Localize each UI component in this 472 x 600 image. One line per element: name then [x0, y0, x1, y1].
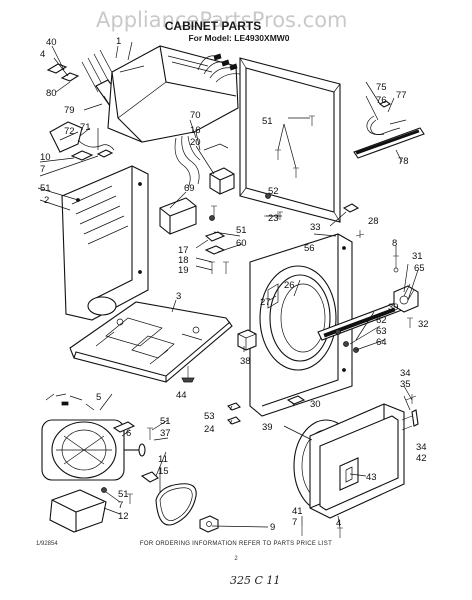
callout-31: 31: [412, 251, 423, 262]
part-screws-31-32-56: [355, 230, 413, 328]
callout-39b: 39: [262, 422, 273, 433]
callout-72: 72: [64, 126, 75, 137]
part-idler-9: [199, 515, 219, 533]
callout-43: 43: [366, 472, 377, 483]
part-screw-8: [393, 255, 399, 273]
callout-30: 30: [310, 399, 321, 410]
page-number: 2: [234, 556, 238, 562]
callout-7c: 7: [292, 517, 297, 528]
model-line: For Model: LE4930XMW0: [188, 33, 289, 43]
callout-71: 71: [80, 122, 91, 133]
callout-70: 70: [190, 110, 201, 121]
callout-26: 26: [284, 280, 295, 291]
callout-62: 62: [376, 315, 387, 326]
callout-28: 28: [368, 216, 379, 227]
callout-33: 33: [310, 222, 321, 233]
part-rear-frame: [239, 57, 341, 223]
callout-32: 32: [418, 319, 429, 330]
callout-51: 51: [40, 183, 51, 194]
callout-27: 27: [260, 297, 271, 308]
callout-78: 78: [398, 156, 409, 167]
callout-24: 24: [204, 424, 215, 435]
part-belt-37-15: [140, 427, 197, 526]
callout-15: 15: [158, 466, 169, 477]
callout-64: 64: [376, 337, 387, 348]
callout-65: 65: [414, 263, 425, 274]
callout-4: 4: [40, 49, 45, 60]
cabinet-drawing: [37, 41, 425, 538]
handwritten-note: 325 C 11: [230, 574, 280, 587]
callout-1: 1: [116, 36, 121, 47]
callout-numbers: 40 1 4 80 79 71 72 10 7 51 2 70 16 20 51…: [40, 36, 429, 533]
ordering-note: FOR ORDERING INFORMATION REFER TO PARTS …: [140, 541, 332, 547]
callout-52: 52: [268, 186, 279, 197]
doc-number: 1/92854: [36, 541, 58, 547]
callout-17: 17: [178, 245, 189, 256]
watermark-text: AppliancePartsPros.com: [96, 8, 348, 32]
callout-51c: 51: [236, 225, 247, 236]
part-leveling-leg-44: [181, 366, 195, 383]
part-front-panel: [249, 233, 353, 417]
part-base-3: [69, 301, 233, 383]
callout-39: 39: [388, 302, 399, 313]
part-kit-75-78: [353, 100, 425, 159]
callout-23: 23: [268, 213, 279, 224]
callout-42: 42: [416, 453, 427, 464]
part-door-switch-38: [237, 329, 257, 351]
callout-16: 16: [190, 125, 201, 136]
part-control-bar-62-65: [317, 283, 419, 353]
callout-51e: 51: [118, 489, 129, 500]
callout-40: 40: [46, 37, 57, 48]
callout-76: 76: [376, 95, 387, 106]
callout-7: 7: [40, 164, 45, 175]
callout-37: 37: [160, 428, 171, 439]
part-harness-70-16-20: [174, 135, 235, 195]
callout-44: 44: [176, 390, 187, 401]
part-rear-panel-2: [61, 165, 149, 321]
part-cabinet-top-1: [107, 45, 241, 143]
callout-9: 9: [270, 522, 275, 533]
callout-51b: 51: [262, 116, 273, 127]
callout-18: 18: [178, 255, 189, 266]
callout-60: 60: [236, 238, 247, 249]
callout-3: 3: [176, 291, 181, 302]
callout-35: 35: [400, 379, 411, 390]
leader-lines: [37, 41, 419, 529]
callout-4b: 4: [336, 518, 341, 529]
callout-34b: 34: [416, 442, 427, 453]
part-motor-assembly: [41, 393, 146, 533]
callout-69: 69: [184, 183, 195, 194]
callout-19: 19: [178, 265, 189, 276]
callout-6: 6: [126, 428, 131, 439]
callout-79: 79: [64, 105, 75, 116]
diagram-title: CABINET PARTS: [165, 19, 261, 33]
part-clips-53-24: [227, 402, 241, 425]
callout-8: 8: [392, 238, 397, 249]
callout-5: 5: [96, 392, 101, 403]
callout-2: 2: [44, 195, 49, 206]
callout-11: 11: [158, 454, 168, 465]
callout-75: 75: [376, 82, 387, 93]
callout-12: 12: [118, 511, 129, 522]
part-door-assembly: [286, 394, 419, 538]
callout-41: 41: [292, 506, 303, 517]
part-switch-17-18-19: [204, 205, 229, 274]
callout-20: 20: [190, 137, 201, 148]
part-bracket-69: [159, 197, 197, 235]
callout-53: 53: [204, 411, 215, 422]
callout-51d: 51: [160, 416, 171, 427]
callout-80: 80: [46, 88, 57, 99]
callout-56: 56: [304, 243, 315, 254]
callout-34: 34: [400, 368, 411, 379]
callout-77: 77: [396, 90, 407, 101]
callout-38: 38: [240, 356, 251, 367]
callout-7b: 7: [118, 500, 123, 511]
callout-10: 10: [40, 152, 51, 163]
callout-63: 63: [376, 326, 387, 337]
